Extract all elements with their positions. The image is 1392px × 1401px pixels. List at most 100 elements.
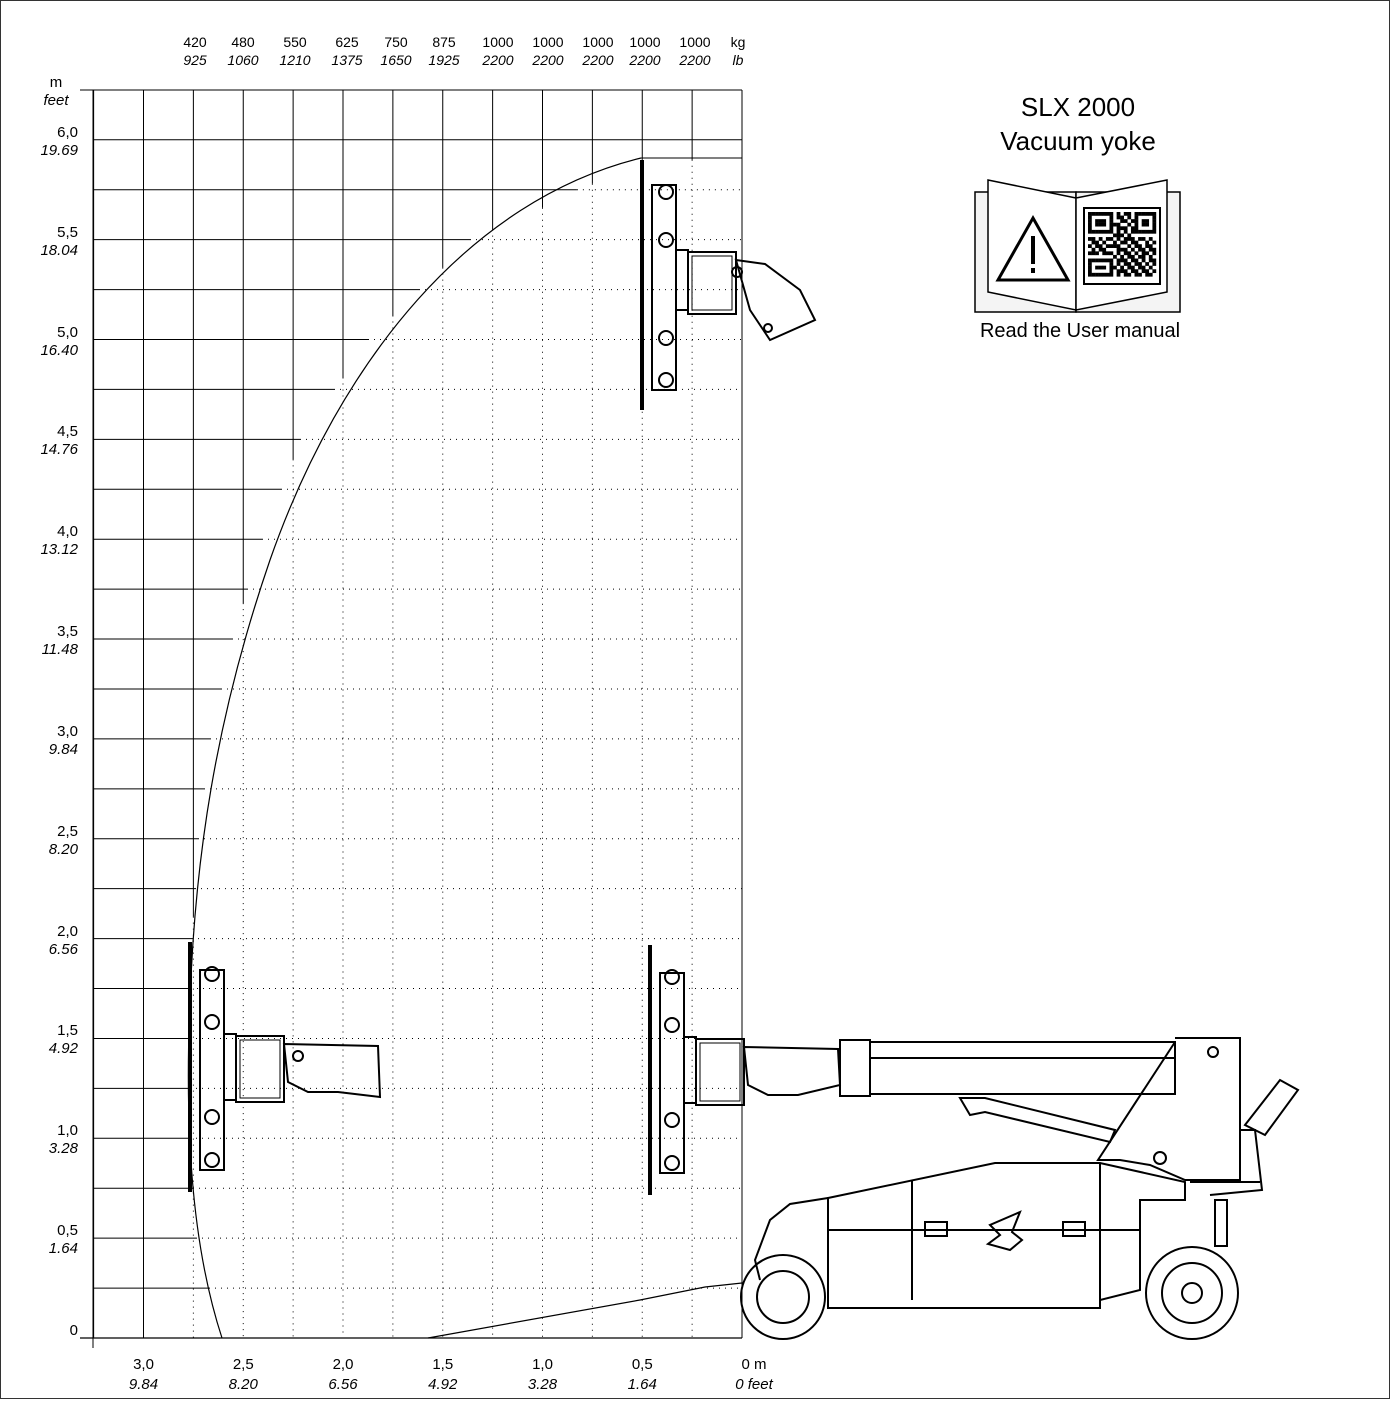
qr-module <box>1141 219 1146 223</box>
qr-module <box>1120 215 1124 220</box>
qr-module <box>1152 222 1157 227</box>
qr-module <box>1127 233 1132 238</box>
y-tick-ft: 8.20 <box>48 840 78 858</box>
qr-module <box>1141 212 1146 216</box>
qr-module <box>1148 244 1153 248</box>
qr-module <box>1130 254 1135 259</box>
qr-module <box>1113 222 1117 227</box>
qr-module <box>1088 215 1092 220</box>
qr-module <box>1127 212 1132 216</box>
qr-module <box>1098 272 1103 277</box>
qr-module <box>1102 265 1107 270</box>
y-tick-ft: 19.69 <box>40 141 78 159</box>
y-tick-m: 4,5 <box>57 423 78 441</box>
qr-module <box>1134 272 1139 277</box>
qr-module <box>1145 219 1150 223</box>
qr-module <box>1148 229 1153 234</box>
qr-module <box>1123 212 1128 216</box>
x-tick-m: 3,0 <box>133 1356 154 1373</box>
qr-module <box>1152 269 1157 274</box>
y-tick-ft: 16.40 <box>40 341 78 359</box>
qr-module <box>1113 233 1117 238</box>
qr-module <box>1091 240 1096 245</box>
y-tick-ft: 14.76 <box>40 441 78 459</box>
x-tick-ft: 3.28 <box>527 1376 558 1393</box>
x-tick-ft: 8.20 <box>228 1376 258 1393</box>
y-tick-m: 1,0 <box>57 1122 78 1140</box>
qr-module <box>1105 251 1110 256</box>
qr-module <box>1134 212 1139 216</box>
qr-module <box>1130 247 1135 252</box>
reach-envelope-curve <box>187 157 642 1339</box>
qr-module <box>1116 212 1121 216</box>
qr-module <box>1102 240 1107 245</box>
qr-module <box>1116 222 1121 227</box>
x-tick-m: 2,0 <box>332 1356 354 1373</box>
qr-module <box>1145 272 1150 277</box>
qr-module <box>1113 265 1117 270</box>
qr-module <box>1109 219 1114 223</box>
qr-module <box>1088 272 1092 277</box>
qr-module <box>1116 262 1121 266</box>
qr-module <box>1088 222 1092 227</box>
grid-dotted-lines <box>190 159 742 1339</box>
qr-module <box>1120 219 1124 223</box>
qr-module <box>1116 215 1121 220</box>
qr-module <box>1095 265 1099 270</box>
qr-module <box>1134 262 1139 266</box>
load-kg-value: 420 <box>183 34 207 50</box>
qr-module <box>1138 212 1142 216</box>
qr-module <box>1088 258 1092 263</box>
qr-module <box>1102 247 1107 252</box>
qr-module <box>1145 262 1150 266</box>
qr-module <box>1141 254 1146 259</box>
qr-module <box>1130 269 1135 274</box>
qr-module <box>1088 269 1092 274</box>
qr-module <box>1123 247 1128 252</box>
y-tick-m: 0 <box>69 1322 78 1339</box>
qr-module <box>1102 258 1107 263</box>
qr-module <box>1109 215 1114 220</box>
qr-module <box>1138 237 1142 241</box>
qr-module <box>1120 269 1124 274</box>
load-lb-value: 2200 <box>629 52 661 68</box>
qr-module <box>1095 222 1099 227</box>
qr-module <box>1091 247 1096 252</box>
qr-module <box>1148 254 1153 259</box>
qr-module <box>1098 222 1103 227</box>
qr-module <box>1134 229 1139 234</box>
qr-module <box>1095 251 1099 256</box>
qr-module <box>1116 247 1121 252</box>
qr-module <box>1141 265 1146 270</box>
qr-module <box>1123 229 1128 234</box>
qr-module <box>1148 272 1153 277</box>
qr-module <box>1095 272 1099 277</box>
qr-module <box>1123 237 1128 241</box>
load-lb-value: 925 <box>183 52 207 68</box>
qr-module <box>1091 251 1096 256</box>
qr-module <box>1123 258 1128 263</box>
qr-module <box>1116 233 1121 238</box>
qr-module <box>1091 229 1096 234</box>
load-lb-value: 1060 <box>227 52 259 68</box>
qr-module <box>1127 244 1132 248</box>
qr-module <box>1138 244 1142 248</box>
qr-module <box>1091 258 1096 263</box>
qr-module <box>1109 237 1114 241</box>
qr-module <box>1116 269 1121 274</box>
qr-module <box>1116 237 1121 241</box>
qr-module <box>1145 212 1150 216</box>
y-tick-m: 3,5 <box>57 623 78 641</box>
y-tick-m: 6,0 <box>57 123 78 141</box>
